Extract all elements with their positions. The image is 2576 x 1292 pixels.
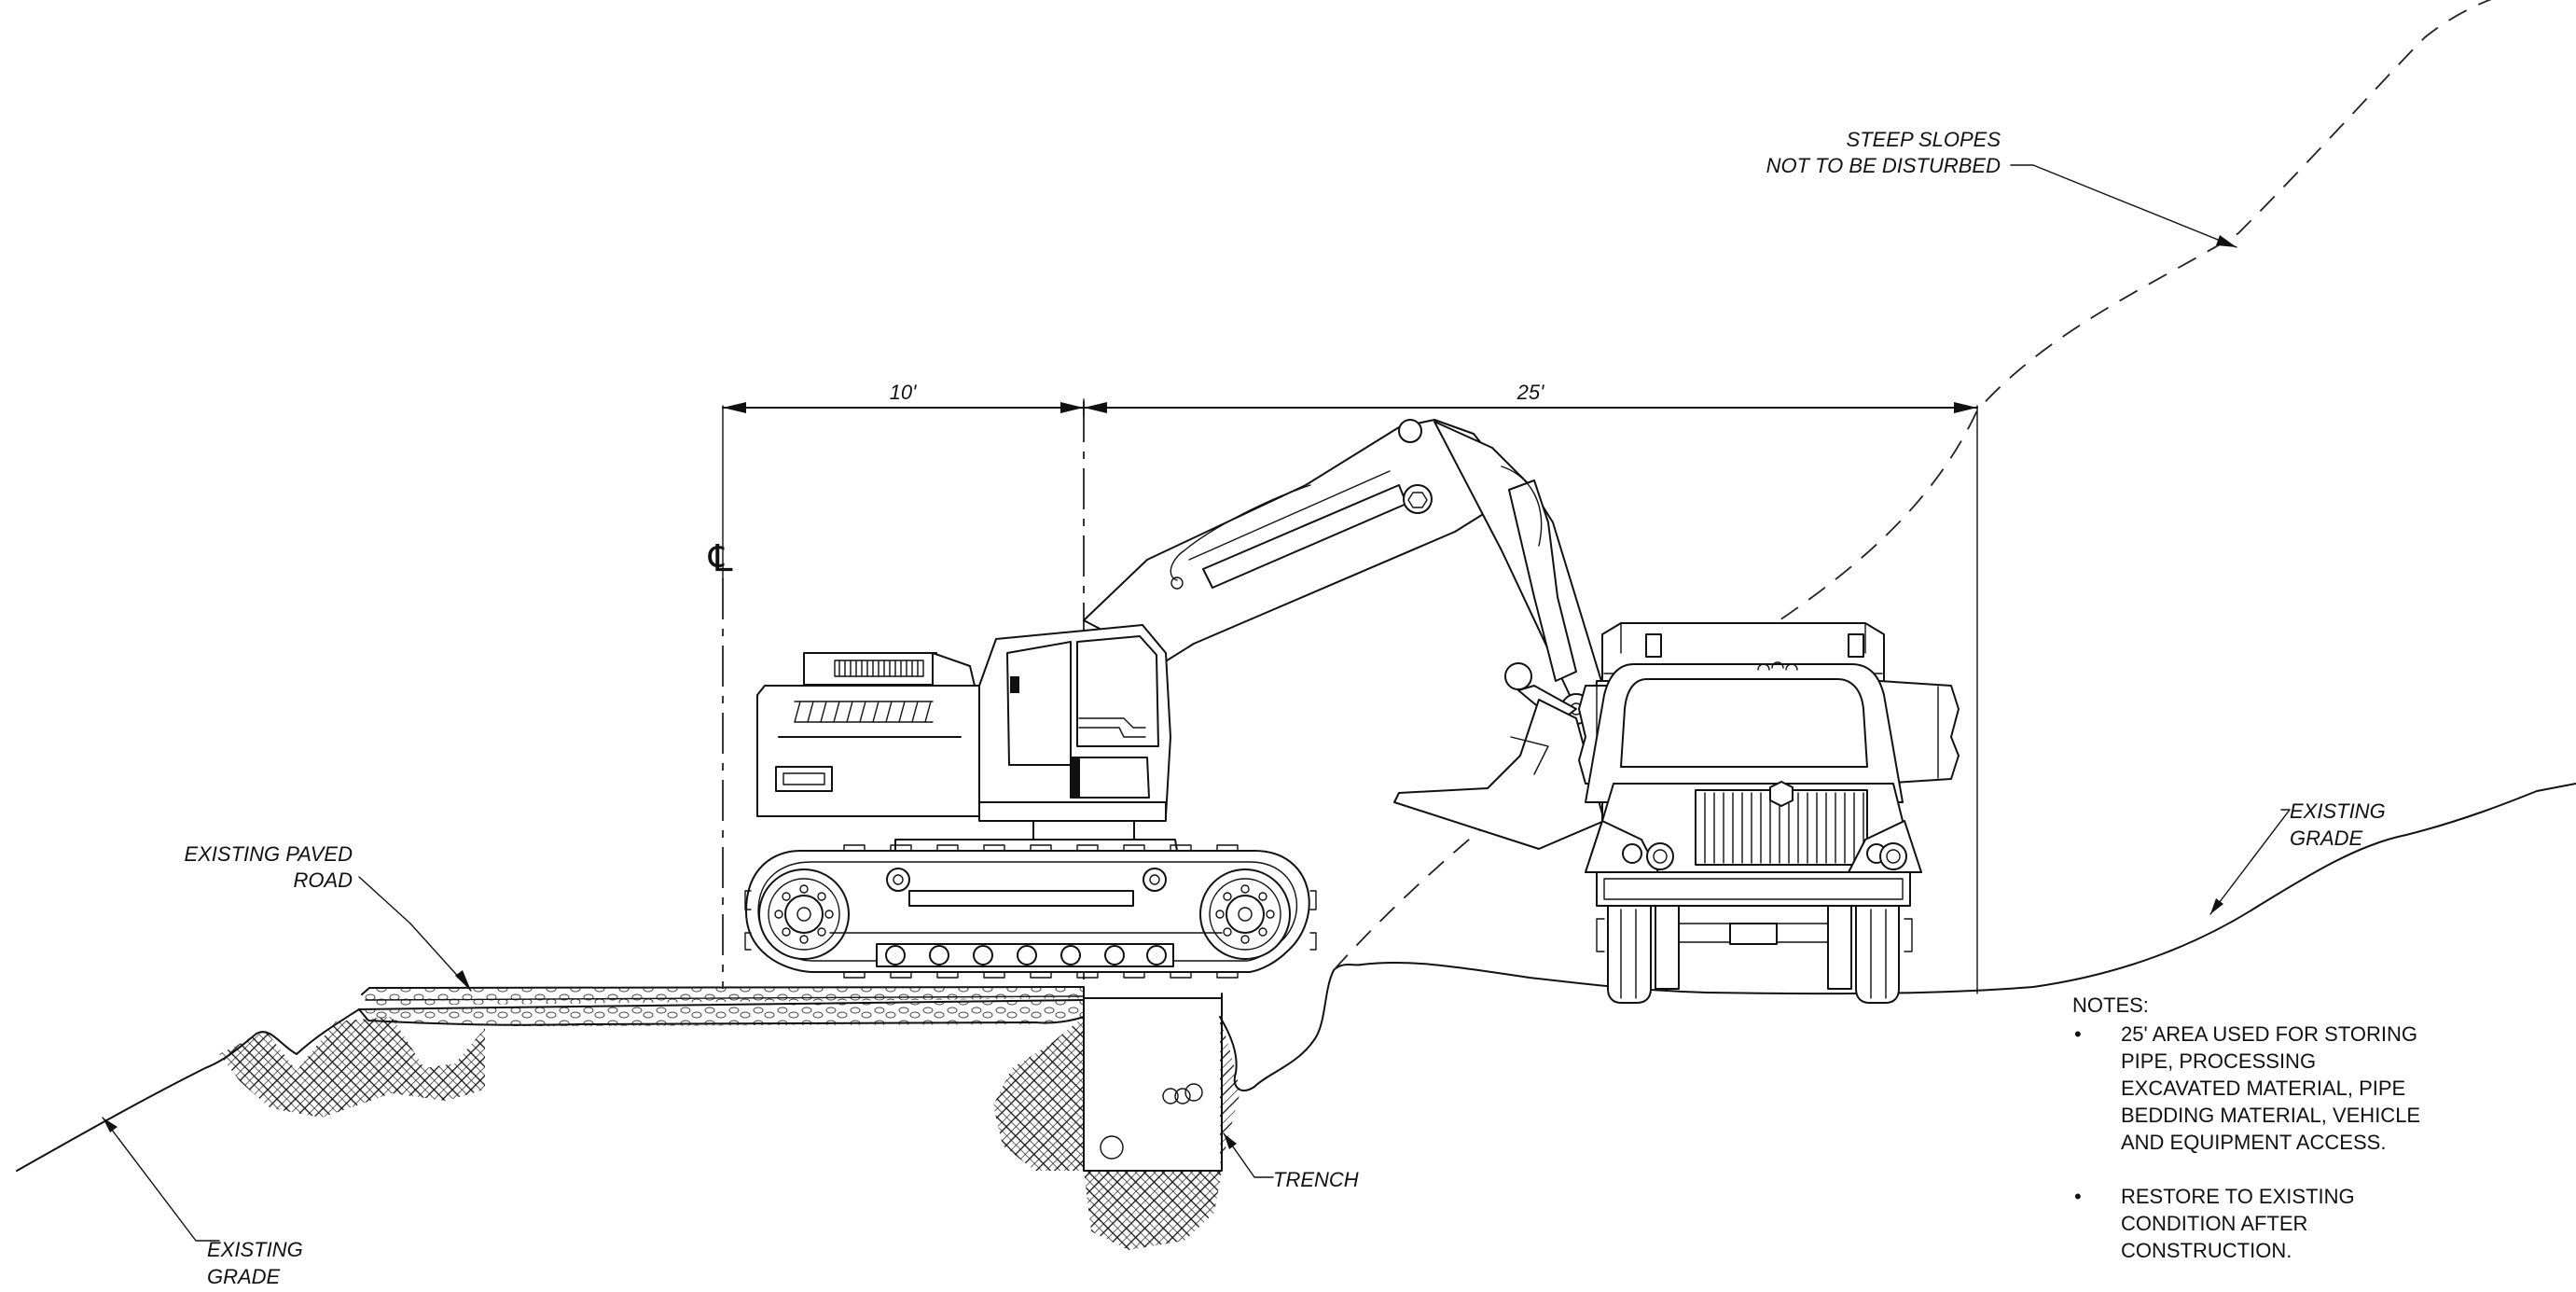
note-line: RESTORE TO EXISTING: [2121, 1185, 2355, 1208]
note-line: BEDDING MATERIAL, VEHICLE: [2121, 1104, 2421, 1127]
note-line: PIPE, PROCESSING: [2121, 1049, 2317, 1073]
note-line: EXCAVATED MATERIAL, PIPE: [2121, 1077, 2406, 1100]
grade-left-label-2: GRADE: [207, 1265, 281, 1288]
notes-title: NOTES:: [2072, 993, 2149, 1017]
paved-road: [358, 986, 1085, 1026]
paved-road-label: EXISTING PAVED: [184, 842, 353, 866]
dimension-10ft: 10': [890, 381, 917, 404]
existing-grade-left: [16, 1008, 1085, 1172]
note-bullet: •: [2074, 1022, 2082, 1046]
notes-block: NOTES: • 25' AREA USED FOR STORING PIPE,…: [2072, 992, 2483, 1291]
grade-right-label-2: GRADE: [2290, 827, 2363, 850]
soil-hatch-trench: [993, 1017, 1240, 1250]
centerline-symbol: ℄: [708, 538, 733, 579]
notes-list: • 25' AREA USED FOR STORING PIPE, PROCES…: [2072, 1021, 2483, 1264]
grille-bars: [1704, 792, 1864, 864]
callout-leaders: [102, 164, 2291, 1242]
note-line: CONDITION AFTER: [2121, 1212, 2308, 1235]
note-bullet: •: [2074, 1185, 2082, 1208]
trench: [1083, 986, 1223, 1172]
grade-left-label: EXISTING: [207, 1238, 303, 1261]
side-louvers: [794, 701, 934, 723]
grade-right-label: EXISTING: [2290, 799, 2386, 823]
excavator: [744, 419, 1605, 979]
engine-vent: [834, 660, 924, 677]
note-line: 25' AREA USED FOR STORING: [2121, 1022, 2417, 1046]
dimension-25ft: 25': [1517, 381, 1544, 404]
trench-label: TRENCH: [1273, 1168, 1359, 1191]
track-cleats: [744, 844, 1317, 979]
note-item: • RESTORE TO EXISTING CONDITION AFTER CO…: [2072, 1183, 2483, 1264]
dump-truck: [1578, 622, 1960, 1004]
note-line: CONSTRUCTION.: [2121, 1239, 2292, 1262]
paved-road-label-2: ROAD: [293, 868, 353, 892]
note-item: • 25' AREA USED FOR STORING PIPE, PROCES…: [2072, 1021, 2483, 1156]
steep-slopes-label: STEEP SLOPES: [1847, 128, 2001, 151]
note-line: AND EQUIPMENT ACCESS.: [2121, 1131, 2387, 1154]
soil-hatch-left: [219, 1017, 485, 1118]
steep-slopes-label-2: NOT TO BE DISTURBED: [1766, 154, 2001, 177]
dimension-lines: [722, 398, 1978, 994]
